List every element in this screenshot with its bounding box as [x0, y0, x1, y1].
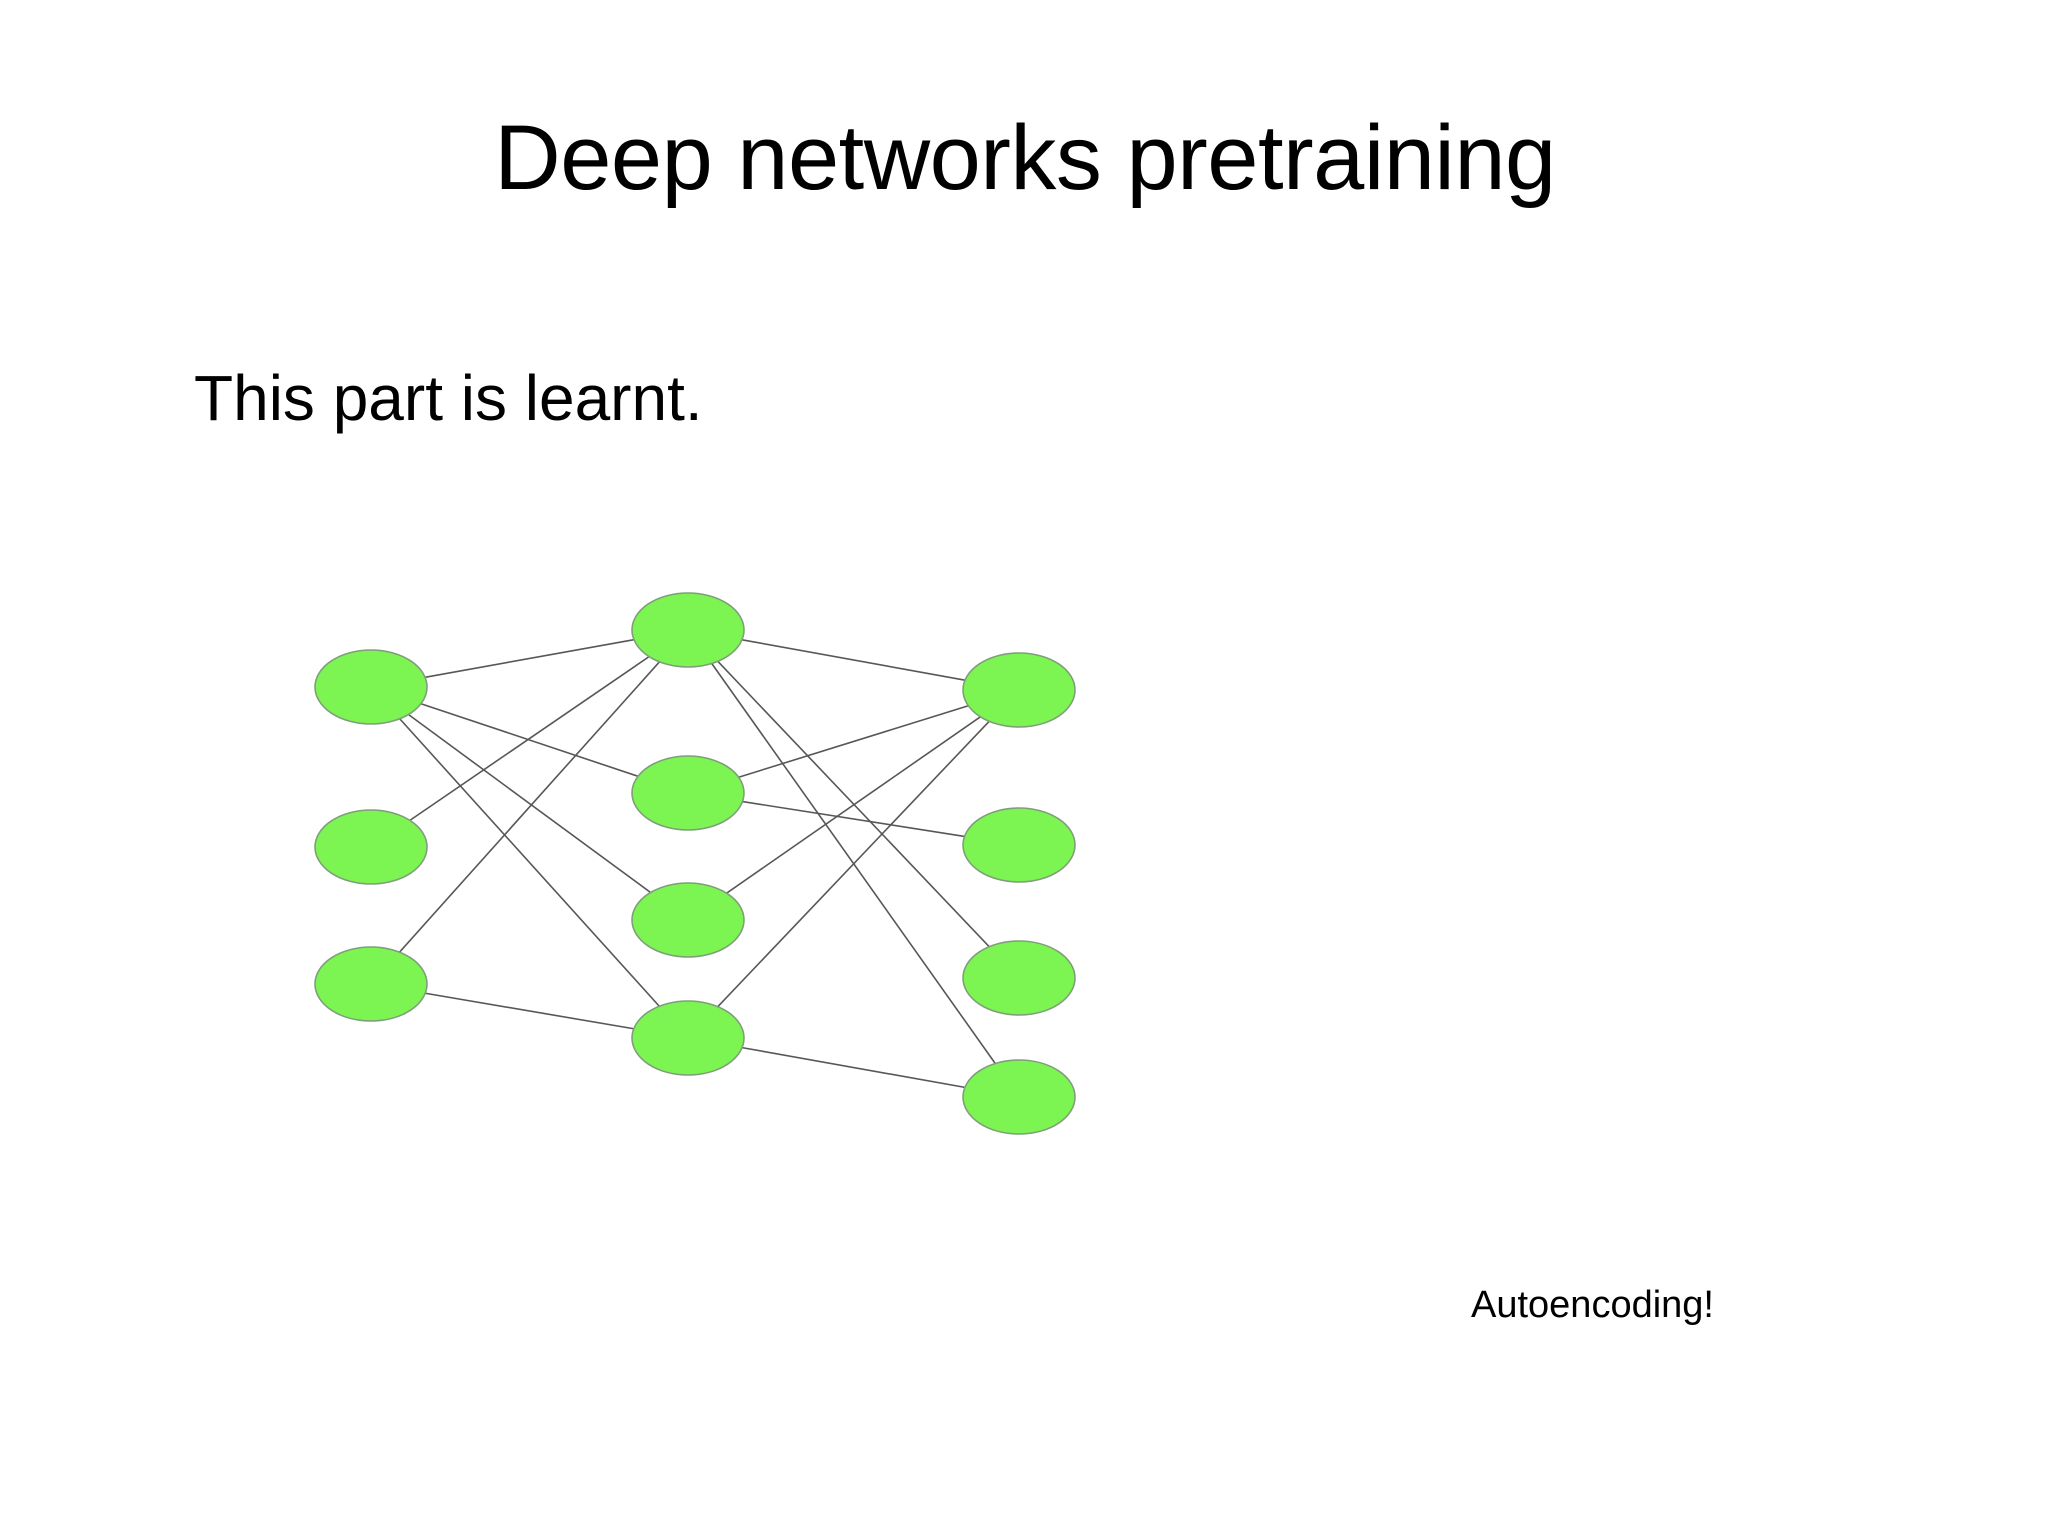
- network-edge-group: [398, 638, 996, 1089]
- network-edge: [711, 663, 996, 1064]
- network-node-m3: [631, 882, 745, 958]
- network-node-r4: [962, 1059, 1076, 1135]
- network-node-l1: [314, 649, 428, 725]
- network-node-m4: [631, 1000, 745, 1076]
- network-edge: [717, 720, 990, 1008]
- network-node-r2: [962, 807, 1076, 883]
- autoencoding-caption: Autoencoding!: [1471, 1284, 1714, 1326]
- network-edge: [409, 655, 650, 822]
- network-edge: [738, 705, 969, 778]
- body-text-line: This part is learnt.: [194, 362, 703, 434]
- network-node-group: [314, 592, 1076, 1135]
- network-edge: [425, 992, 634, 1030]
- network-edge: [407, 713, 652, 894]
- network-edge: [741, 1046, 966, 1089]
- network-edge: [398, 661, 661, 953]
- network-edge: [424, 638, 635, 679]
- network-edge: [742, 800, 965, 838]
- network-edge: [399, 718, 660, 1007]
- network-node-r3: [962, 940, 1076, 1016]
- network-node-l3: [314, 946, 428, 1022]
- network-edge: [420, 702, 639, 778]
- network-edge: [726, 716, 981, 894]
- network-edge: [741, 639, 966, 681]
- network-edge: [717, 660, 990, 948]
- network-node-r1: [962, 652, 1076, 728]
- page-title: Deep networks pretraining: [494, 107, 1556, 209]
- network-node-l2: [314, 809, 428, 885]
- network-node-m2: [631, 755, 745, 831]
- network-node-m1: [631, 592, 745, 668]
